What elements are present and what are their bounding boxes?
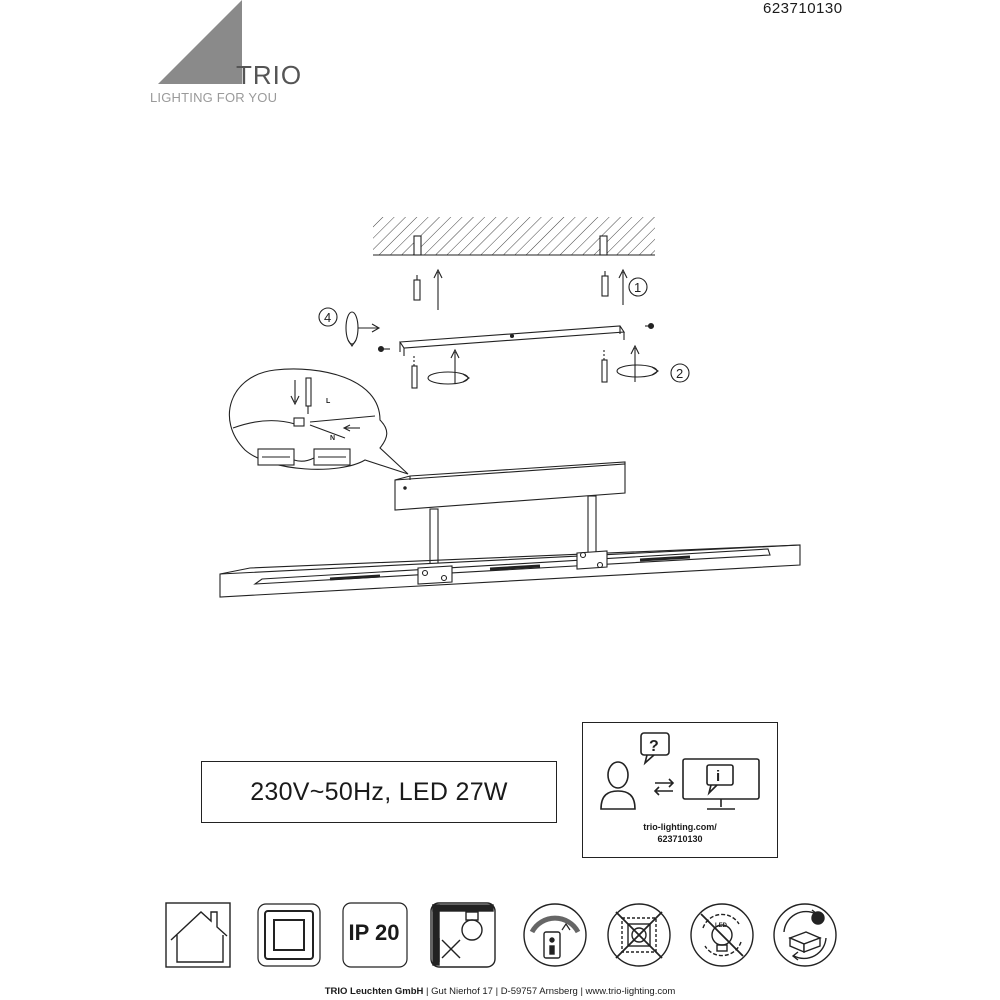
protection-class-ii-icon (256, 902, 321, 967)
footer-separator: | (426, 986, 429, 997)
svg-text:i: i (716, 768, 720, 785)
footer: TRIO Leuchten GmbH | Gut Nierhof 17 | D-… (0, 986, 1000, 997)
dimmable-switch-icon (522, 902, 587, 967)
indoor-house-icon (165, 902, 231, 968)
canopy (394, 461, 626, 511)
logo-brand: TRIO (236, 60, 303, 90)
svg-text:LED: LED (715, 923, 728, 929)
step-label-1: 1 (634, 280, 641, 295)
support-illustration: ? i (600, 732, 760, 810)
rotation-arrows (345, 311, 659, 385)
product-code: 623710130 (763, 0, 843, 17)
footer-website[interactable]: www.trio-lighting.com (585, 986, 676, 997)
ceiling-graphic (373, 217, 655, 256)
logo-triangle-icon (158, 0, 242, 84)
footer-separator: | (495, 986, 499, 997)
footer-separator: | (580, 986, 583, 997)
footer-city: D-59757 Arnsberg (500, 986, 578, 997)
spec-text: 230V~50Hz, LED 27W (250, 777, 508, 806)
not-for-sloped-ceiling-icon (430, 902, 496, 968)
ip-rating-icon: IP 20 (342, 902, 408, 968)
trio-logo: TRIO LIGHTING FOR YOU (150, 0, 320, 110)
person-icon (600, 761, 636, 810)
ip-rating-text: IP 20 (348, 920, 400, 945)
question-bubble-icon: ? (640, 732, 670, 766)
support-url-line1: trio-lighting.com/ (643, 822, 717, 832)
svg-text:?: ? (649, 738, 659, 755)
logo-tagline: LIGHTING FOR YOU (150, 90, 278, 105)
wire-label-l: L (326, 398, 331, 405)
support-url[interactable]: trio-lighting.com/ 623710130 (583, 821, 777, 845)
no-cover-icon (606, 902, 671, 967)
recycling-electronics-icon (772, 902, 837, 967)
wire-label-n: N (330, 435, 335, 442)
wiring-detail: L N (228, 368, 409, 475)
support-url-line2: 623710130 (657, 834, 703, 844)
monitor-info-icon: i (682, 758, 760, 810)
installation-diagram: 1 2 3 4 L N (219, 217, 801, 598)
footer-company: TRIO Leuchten GmbH (324, 986, 424, 997)
support-box: ? i trio-lighting.com/ 623710130 (582, 722, 778, 858)
dowels (413, 268, 628, 310)
footer-address: Gut Nierhof 17 (431, 986, 493, 997)
led-not-replaceable-icon: LED (689, 902, 754, 967)
spec-box: 230V~50Hz, LED 27W (201, 761, 557, 823)
mounting-bracket (399, 325, 625, 356)
exchange-arrows-icon (653, 778, 675, 796)
lamp-body (219, 544, 801, 598)
step-label-4: 4 (324, 310, 331, 325)
step-label-2: 2 (676, 366, 683, 381)
